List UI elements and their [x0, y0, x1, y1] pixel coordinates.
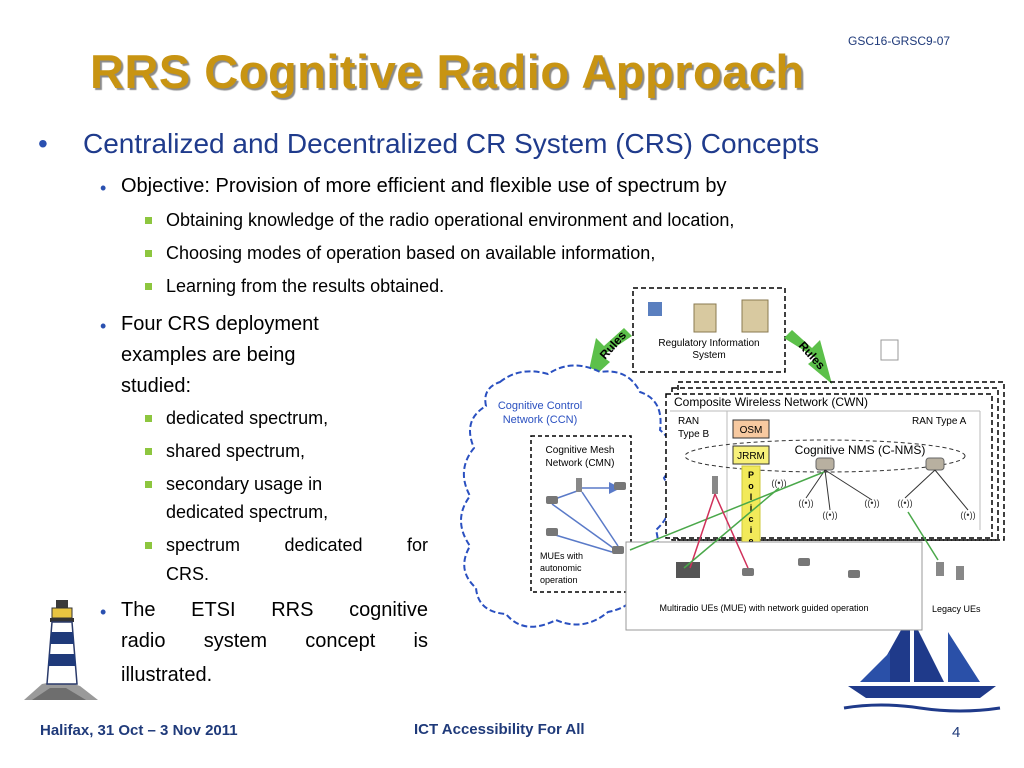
- rules-arrow-right: Rules: [784, 330, 832, 384]
- objective-item-2: Choosing modes of operation based on ava…: [166, 243, 656, 263]
- square-bullet: [145, 448, 152, 455]
- ran-a-label: RAN Type A: [912, 416, 967, 427]
- svg-text:o: o: [748, 481, 754, 491]
- ccn-label-1: Cognitive Control: [498, 400, 582, 412]
- antenna-icon: [576, 478, 582, 492]
- phone-icon: [546, 528, 558, 536]
- svg-text:((•)): ((•)): [960, 510, 975, 520]
- bullet-dot: •: [38, 128, 48, 159]
- server-icon: [693, 303, 717, 333]
- svg-text:((•)): ((•)): [864, 498, 879, 508]
- cmn-label-2: Network (CMN): [546, 458, 615, 469]
- deployment-item-4: spectrum dedicated for: [166, 535, 428, 556]
- osm-label: OSM: [740, 425, 763, 436]
- mue-auto-label-2: autonomic: [540, 563, 582, 573]
- mue-auto-label-3: operation: [540, 575, 578, 585]
- square-bullet: [145, 542, 152, 549]
- server-icon: [741, 299, 769, 333]
- square-bullet: [145, 250, 152, 257]
- mue-network-box: [625, 541, 923, 631]
- ccn-label-2: Network (CCN): [503, 414, 578, 426]
- bullet-dot: •: [100, 316, 107, 336]
- bullet-dot: •: [100, 602, 107, 622]
- main-bullet: Centralized and Decentralized CR System …: [83, 128, 820, 159]
- mue-auto-label-1: MUEs with: [540, 551, 583, 561]
- phone-icon: [742, 568, 754, 576]
- router-icon: [815, 457, 835, 471]
- bullet-dot: •: [100, 178, 107, 198]
- square-bullet: [145, 217, 152, 224]
- svg-text:i: i: [750, 525, 753, 535]
- osm-box: [732, 419, 770, 439]
- svg-text:((•)): ((•)): [798, 498, 813, 508]
- phone-icon: [798, 558, 810, 566]
- deployment-line-2: examples are being: [121, 344, 296, 366]
- phone-icon: [614, 482, 626, 490]
- deployment-line-1: Four CRS deployment: [121, 313, 319, 335]
- router-icon: [925, 457, 945, 471]
- svg-text:((•)): ((•)): [771, 478, 786, 488]
- legacy-phone-icon: [936, 562, 944, 576]
- ran-b-label-1: RAN: [678, 416, 699, 427]
- deployment-item-4-text: spectrum dedicated for: [166, 535, 428, 555]
- phone-icon: [546, 496, 558, 504]
- jrrm-label: JRRM: [737, 451, 765, 462]
- laptop-icon: [676, 562, 700, 578]
- deployment-item-1: dedicated spectrum,: [166, 408, 329, 428]
- deployment-item-2: shared spectrum,: [166, 441, 306, 461]
- document-id: GSC16-GRSC9-07: [848, 34, 951, 48]
- etsi-line-1: The ETSI RRS cognitive: [121, 599, 428, 621]
- mue-network-label: Multiradio UEs (MUE) with network guided…: [659, 603, 868, 613]
- jrrm-box: [732, 445, 770, 465]
- objective-bullet: Objective: Provision of more efficient a…: [121, 175, 727, 197]
- page-number: 4: [952, 724, 961, 741]
- slide-title: RRS Cognitive Radio Approach: [90, 45, 805, 98]
- cmn-label-1: Cognitive Mesh: [546, 445, 615, 456]
- ran-b-label-2: Type B: [678, 429, 709, 440]
- svg-text:((•)): ((•)): [897, 498, 912, 508]
- deployment-item-4b: CRS.: [166, 564, 210, 584]
- cnms-label: Cognitive NMS (C-NMS): [795, 443, 926, 457]
- footer-location-date: Halifax, 31 Oct – 3 Nov 2011: [40, 722, 238, 739]
- computer-icon: [648, 302, 662, 316]
- square-bullet: [145, 283, 152, 290]
- cwn-label: Composite Wireless Network (CWN): [674, 395, 868, 409]
- cmn-box: [530, 435, 632, 593]
- phone-icon: [848, 570, 860, 578]
- objective-item-3: Learning from the results obtained.: [166, 276, 445, 296]
- svg-text:e: e: [748, 536, 753, 546]
- deployment-item-3b: dedicated spectrum,: [166, 502, 329, 522]
- svg-text:c: c: [748, 514, 753, 524]
- svg-text:l: l: [750, 492, 753, 502]
- legacy-label: Legacy UEs: [932, 604, 981, 614]
- footer-event: ICT Accessibility For All: [414, 721, 585, 738]
- crs-diagram: Regulatory Information System Rules Rule…: [460, 287, 1005, 631]
- sailboat-logo: [843, 614, 1001, 713]
- deployment-item-3: secondary usage in: [166, 474, 323, 494]
- phone-icon: [612, 546, 624, 554]
- square-bullet: [145, 481, 152, 488]
- objective-item-1: Obtaining knowledge of the radio operati…: [166, 210, 735, 230]
- checkbox-square: [880, 339, 899, 361]
- lighthouse-logo: [24, 600, 98, 700]
- svg-text:i: i: [750, 503, 753, 513]
- svg-text:P: P: [748, 470, 754, 480]
- svg-text:((•)): ((•)): [822, 510, 837, 520]
- square-bullet: [145, 415, 152, 422]
- regulatory-label-2: System: [692, 350, 725, 361]
- deployment-line-3: studied:: [121, 375, 192, 397]
- legacy-phone-icon: [956, 566, 964, 580]
- regulatory-label-1: Regulatory Information: [658, 338, 759, 349]
- etsi-line-3: illustrated.: [121, 664, 213, 686]
- etsi-line-2: radio system concept is: [121, 630, 428, 652]
- antenna-icon: [712, 476, 718, 494]
